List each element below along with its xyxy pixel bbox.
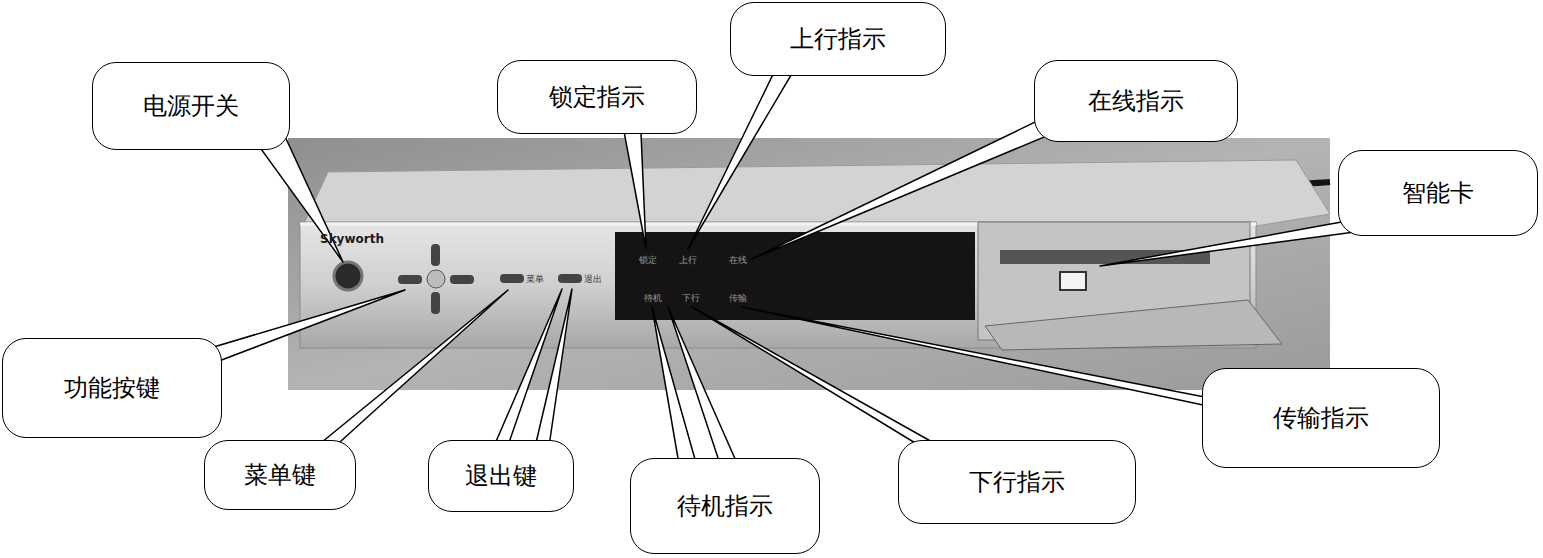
callout-text: 退出键 bbox=[465, 460, 537, 492]
callout-text: 传输指示 bbox=[1273, 402, 1369, 434]
smart-card bbox=[1060, 272, 1086, 290]
callout-box: 在线指示 bbox=[1034, 60, 1238, 142]
panel-label: 下行 bbox=[682, 292, 700, 305]
panel-label: 传输 bbox=[729, 292, 747, 305]
callout-box: 下行指示 bbox=[898, 440, 1136, 524]
callout-text: 待机指示 bbox=[677, 490, 773, 522]
nav-buttons bbox=[398, 244, 582, 314]
power-knob bbox=[334, 262, 362, 290]
callout-text: 锁定指示 bbox=[549, 81, 645, 113]
panel-label: 退出 bbox=[584, 273, 602, 286]
leader-tail bbox=[688, 60, 800, 249]
panel-label: 上行 bbox=[679, 254, 697, 267]
panel-label: 待机 bbox=[644, 292, 662, 305]
callout-text: 菜单键 bbox=[244, 459, 316, 491]
leader-tail bbox=[652, 307, 698, 470]
panel-label: 锁定 bbox=[639, 254, 657, 267]
leader-tail bbox=[692, 307, 950, 452]
callout-text: 智能卡 bbox=[1402, 177, 1474, 209]
leader-tail bbox=[532, 289, 572, 460]
callout-box: 传输指示 bbox=[1202, 368, 1440, 468]
callout-box: 菜单键 bbox=[204, 440, 356, 510]
device-lid bbox=[302, 160, 1330, 228]
callout-box: 锁定指示 bbox=[497, 60, 697, 134]
photo-background bbox=[288, 138, 1330, 390]
callout-box: 功能按键 bbox=[2, 338, 222, 438]
panel-label: 菜单 bbox=[526, 273, 544, 286]
callout-box: 退出键 bbox=[428, 440, 574, 512]
leader-tail bbox=[668, 307, 740, 470]
leader-tail bbox=[300, 290, 508, 460]
callout-text: 功能按键 bbox=[64, 372, 160, 404]
callout-text: 下行指示 bbox=[969, 466, 1065, 498]
callout-box: 上行指示 bbox=[730, 2, 946, 76]
card-flap bbox=[985, 300, 1282, 350]
callout-box: 电源开关 bbox=[92, 62, 290, 150]
display-window bbox=[615, 232, 975, 320]
panel-label: 在线 bbox=[729, 254, 747, 267]
leader-tail bbox=[742, 307, 1236, 412]
callout-text: 电源开关 bbox=[143, 90, 239, 122]
callout-text: 上行指示 bbox=[790, 23, 886, 55]
callout-text: 在线指示 bbox=[1088, 85, 1184, 117]
callout-box: 待机指示 bbox=[630, 458, 820, 554]
callout-box: 智能卡 bbox=[1338, 150, 1538, 236]
panel-label: Skyworth bbox=[320, 232, 384, 246]
leader-tail bbox=[752, 110, 1080, 259]
